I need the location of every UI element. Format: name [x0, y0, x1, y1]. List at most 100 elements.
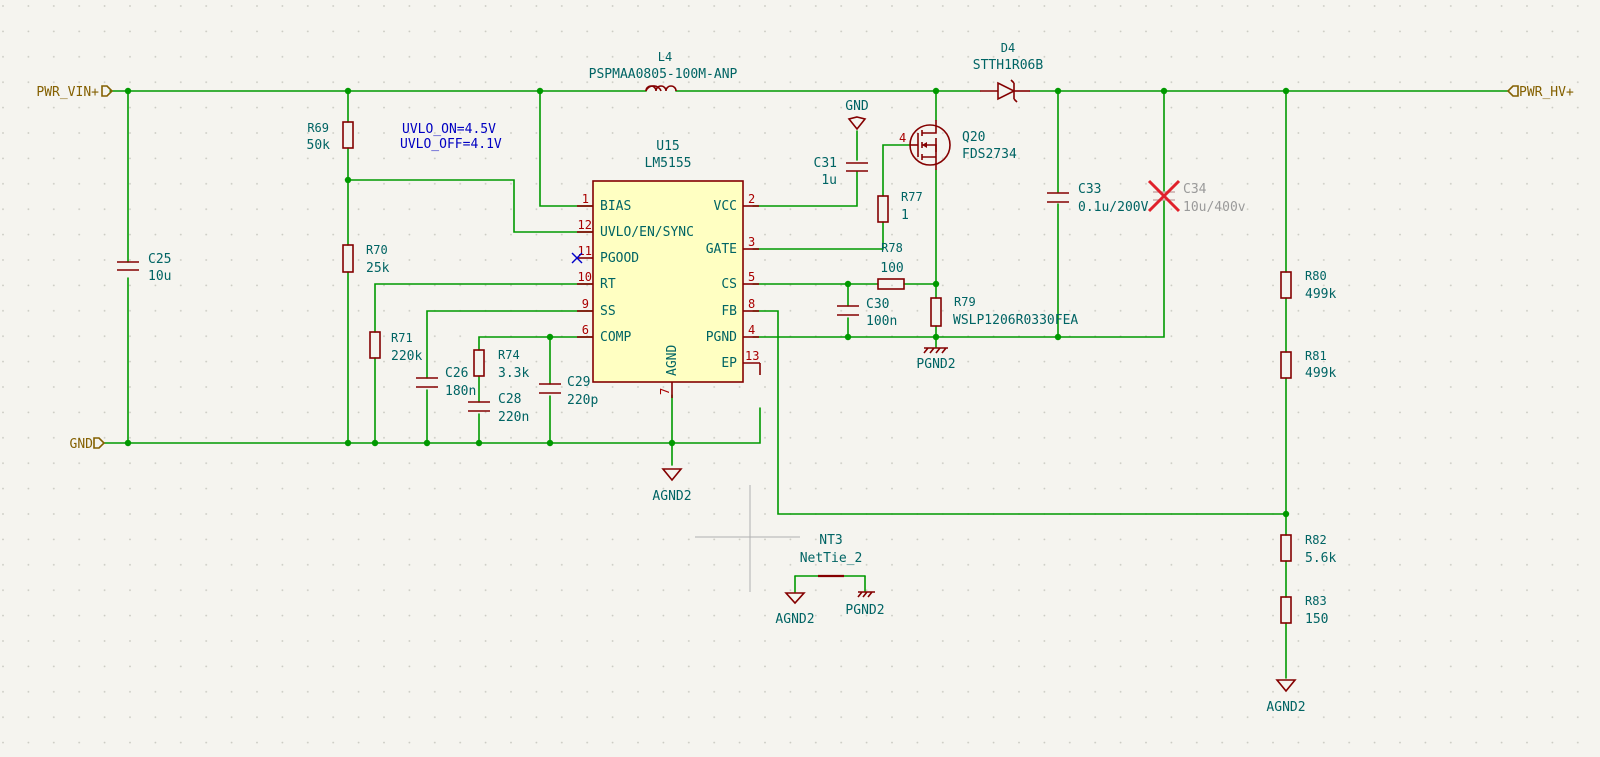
svg-text:COMP: COMP [600, 330, 631, 345]
pgnd2-symbol-r79[interactable]: PGND2 [916, 347, 956, 372]
svg-text:NetTie_2: NetTie_2 [800, 551, 863, 566]
svg-text:8: 8 [748, 297, 755, 311]
resistor-r77[interactable]: R77 1 [877, 190, 923, 223]
svg-text:R79: R79 [954, 295, 976, 309]
svg-text:4: 4 [748, 323, 755, 337]
svg-text:9: 9 [582, 297, 589, 311]
svg-text:C28: C28 [498, 392, 521, 407]
svg-text:SS: SS [600, 304, 616, 319]
svg-text:C26: C26 [445, 366, 468, 381]
svg-text:3: 3 [748, 235, 755, 249]
capacitor-c29[interactable]: C29 220p [539, 375, 598, 408]
svg-text:3.3k: 3.3k [498, 366, 529, 381]
svg-text:U15: U15 [656, 139, 679, 154]
svg-text:10u: 10u [148, 269, 171, 284]
agnd2-symbol-nt3[interactable]: AGND2 [775, 592, 815, 627]
svg-text:6: 6 [582, 323, 589, 337]
svg-text:GATE: GATE [706, 242, 737, 257]
resistor-r71[interactable]: R71 220k [369, 331, 422, 364]
svg-text:R69: R69 [307, 121, 329, 135]
port-gnd[interactable]: GND [70, 437, 106, 452]
capacitor-c30[interactable]: C30 100n [837, 297, 897, 329]
svg-text:UVLO_OFF=4.1V: UVLO_OFF=4.1V [400, 137, 502, 152]
svg-text:25k: 25k [366, 261, 390, 276]
svg-text:C30: C30 [866, 297, 889, 312]
svg-text:PGND2: PGND2 [845, 603, 884, 618]
resistor-r74[interactable]: R74 3.3k [473, 348, 529, 381]
resistor-r83[interactable]: R83 150 [1280, 594, 1328, 627]
svg-text:AGND2: AGND2 [1266, 700, 1305, 715]
svg-text:180n: 180n [445, 384, 476, 399]
svg-text:FB: FB [721, 304, 737, 319]
svg-text:1: 1 [582, 192, 589, 206]
svg-text:R70: R70 [366, 243, 388, 257]
svg-text:C31: C31 [814, 156, 837, 171]
svg-text:1: 1 [901, 208, 909, 223]
svg-text:C33: C33 [1078, 182, 1101, 197]
ic-u15[interactable]: U15 LM5155 BIAS UVLO/EN/SYNC PGOOD RT SS… [571, 139, 761, 398]
mosfet-q20[interactable]: 4 Q20 FDS2734 [899, 120, 1017, 170]
agnd2-symbol-u15[interactable]: AGND2 [652, 468, 692, 504]
svg-text:R82: R82 [1305, 533, 1327, 547]
capacitor-c28[interactable]: C28 220n [468, 392, 529, 425]
inductor-l4[interactable]: L4 PSPMAA0805-100M-ANP [589, 50, 738, 92]
svg-text:D4: D4 [1001, 41, 1015, 55]
resistor-r70[interactable]: R70 25k [342, 243, 390, 276]
diode-d4[interactable]: D4 STTH1R06B [973, 41, 1044, 103]
svg-text:GND: GND [70, 437, 94, 452]
net-tie-nt3[interactable]: NT3 NetTie_2 [800, 533, 863, 578]
svg-text:4: 4 [899, 131, 906, 145]
svg-text:10u/400v: 10u/400v [1183, 200, 1246, 215]
svg-text:R81: R81 [1305, 349, 1327, 363]
wires [103, 90, 1509, 679]
gnd-symbol-c31[interactable]: GND [845, 99, 869, 131]
junctions [124, 87, 1290, 518]
svg-text:5: 5 [748, 270, 755, 284]
svg-text:WSLP1206R0330FEA: WSLP1206R0330FEA [953, 313, 1078, 328]
svg-text:R77: R77 [901, 190, 923, 204]
svg-text:220n: 220n [498, 410, 529, 425]
svg-text:499k: 499k [1305, 287, 1336, 302]
svg-text:LM5155: LM5155 [645, 156, 692, 171]
svg-text:PWR_VIN+: PWR_VIN+ [36, 85, 99, 100]
svg-text:PGOOD: PGOOD [600, 251, 639, 266]
agnd2-symbol-r83[interactable]: AGND2 [1266, 679, 1306, 715]
svg-text:2: 2 [748, 192, 755, 206]
pgnd2-symbol-nt3[interactable]: PGND2 [845, 591, 885, 618]
svg-text:150: 150 [1305, 612, 1328, 627]
svg-text:5.6k: 5.6k [1305, 551, 1336, 566]
uvlo-note: UVLO_ON=4.5V UVLO_OFF=4.1V [400, 122, 502, 152]
svg-text:R83: R83 [1305, 594, 1327, 608]
svg-text:7: 7 [658, 388, 672, 395]
resistor-r69[interactable]: R69 50k [307, 121, 354, 153]
capacitor-c33[interactable]: C33 0.1u/200V [1047, 182, 1149, 215]
port-pwr-vin[interactable]: PWR_VIN+ [36, 85, 114, 100]
svg-text:R71: R71 [391, 331, 413, 345]
resistor-r81[interactable]: R81 499k [1280, 349, 1336, 381]
svg-text:499k: 499k [1305, 366, 1336, 381]
svg-text:C25: C25 [148, 252, 171, 267]
capacitor-c25[interactable]: C25 10u [117, 252, 171, 284]
svg-text:R80: R80 [1305, 269, 1327, 283]
resistor-r79[interactable]: R79 WSLP1206R0330FEA [930, 295, 1078, 328]
svg-text:AGND2: AGND2 [652, 489, 691, 504]
resistor-r80[interactable]: R80 499k [1280, 269, 1336, 302]
svg-text:220k: 220k [391, 349, 422, 364]
capacitor-c26[interactable]: C26 180n [416, 366, 476, 399]
svg-text:13: 13 [745, 349, 759, 363]
svg-text:50k: 50k [307, 138, 331, 153]
svg-text:R74: R74 [498, 348, 520, 362]
port-pwr-hv[interactable]: PWR_HV+ [1506, 85, 1574, 100]
svg-text:L4: L4 [658, 50, 672, 64]
svg-text:100n: 100n [866, 314, 897, 329]
resistor-r78[interactable]: R78 100 [877, 241, 905, 290]
capacitor-c34-dnp[interactable]: C34 10u/400v [1147, 179, 1246, 215]
capacitor-c31[interactable]: C31 1u [814, 156, 868, 188]
svg-text:12: 12 [578, 218, 592, 232]
resistor-r82[interactable]: R82 5.6k [1280, 533, 1336, 566]
svg-text:AGND2: AGND2 [775, 612, 814, 627]
svg-text:PGND: PGND [706, 330, 737, 345]
svg-text:EP: EP [721, 356, 737, 371]
